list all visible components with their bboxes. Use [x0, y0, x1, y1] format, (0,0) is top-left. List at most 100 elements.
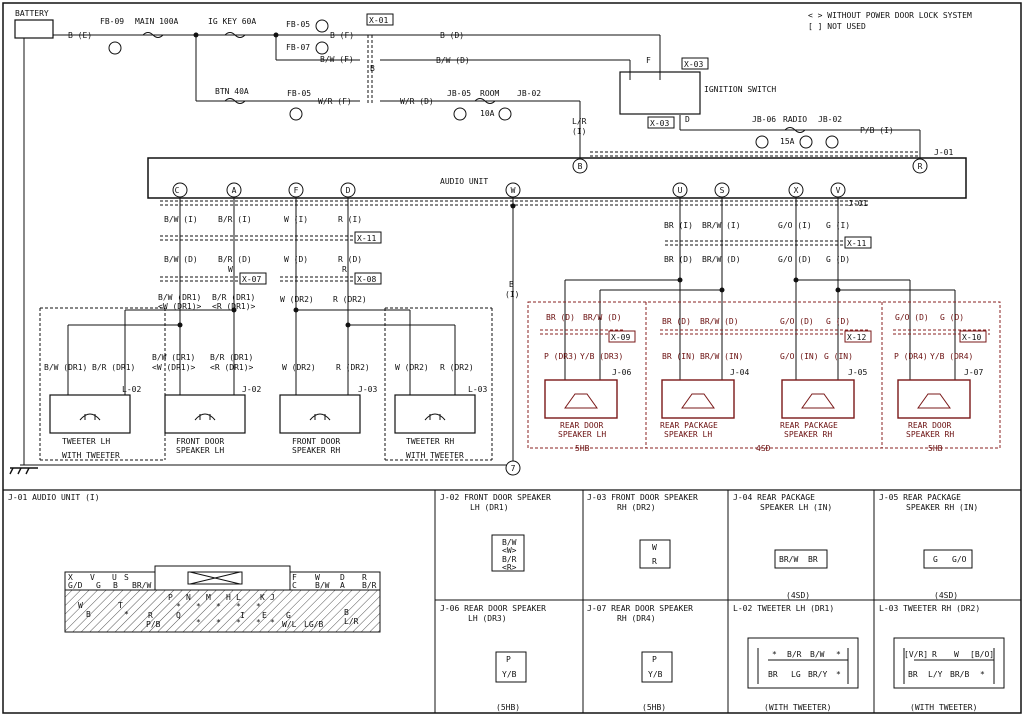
x03b-label: X-03 [650, 119, 669, 128]
legend-not-used: [ ] NOT USED [808, 22, 866, 31]
j06-label: J-06 [612, 368, 631, 377]
tweeter-lh-label: TWEETER LH [62, 437, 110, 446]
terminal-w: W [511, 186, 516, 195]
j04-label: J-04 [730, 368, 749, 377]
j02-pin: B/W [502, 538, 517, 547]
audio-unit-label: AUDIO UNIT [440, 177, 488, 186]
j06-pin: Y/B [502, 670, 517, 679]
j01-pin: N [186, 593, 191, 602]
wire-fr-a: W (DR2) [282, 363, 316, 372]
wire-rr-d: Y/B (DR4) [930, 352, 973, 361]
l03-label: L-03 [468, 385, 487, 394]
wire-front-bwdr1b: <W (DR1)> [158, 302, 202, 311]
wire-rear-gd: G (D) [826, 255, 850, 264]
j05-note: (4SD) [934, 591, 958, 600]
wire-pr-c: G/O (IN) [780, 352, 819, 361]
j01-pin: K [260, 593, 265, 602]
j01-pin: B [113, 581, 118, 590]
wire-rear-god: G/O (D) [778, 255, 812, 264]
rear-package-lh-label-2: SPEAKER LH [664, 430, 712, 439]
j01-pin: * [216, 618, 221, 627]
j01-pin: R [362, 573, 367, 582]
l02-pin: LG [791, 670, 801, 679]
j04-note: (4SD) [786, 591, 810, 600]
j01-pin: L/R [344, 617, 359, 626]
j07-pin: P [652, 655, 657, 664]
j04-connector-subtitle: SPEAKER LH (IN) [760, 503, 832, 512]
x07-label: X-07 [242, 275, 261, 284]
wire-pr-a: G/O (D) [780, 317, 814, 326]
x08-label: X-08 [357, 275, 376, 284]
with-tweeter-l-label: WITH TWEETER [62, 451, 120, 460]
j01-pin: P [168, 593, 173, 602]
wire-rear-brwd: BR/W (D) [702, 255, 741, 264]
room-fuse-label: ROOM [480, 89, 499, 98]
wire-rear-brd: BR (D) [664, 255, 693, 264]
j01-pin: B [86, 610, 91, 619]
jb02b-label: JB-02 [818, 115, 842, 124]
j01-pin: * [256, 602, 261, 611]
terminal-s: S [720, 186, 725, 195]
j07-connector-subtitle: RH (DR4) [617, 614, 656, 623]
j01-pin: * [236, 618, 241, 627]
wire-tr-b: R (DR2) [440, 363, 474, 372]
j06-pin: P [506, 655, 511, 664]
wire-front-wdr2: W (DR2) [280, 295, 314, 304]
rear-door-lh-label-2: SPEAKER LH [558, 430, 606, 439]
wire-front-wd: W (D) [284, 255, 308, 264]
j01-pin: J [270, 593, 275, 602]
wire-bf: B (F) [330, 31, 354, 40]
j03-pin: R [652, 557, 657, 566]
j01-pin: * [216, 602, 221, 611]
jb02a-label: JB-02 [517, 89, 541, 98]
j01-pin: P/B [146, 620, 161, 629]
wire-rl-b: BR/W (D) [583, 313, 622, 322]
j01-pin: I [240, 611, 245, 620]
j07-label: J-07 [964, 368, 983, 377]
wire-front-brdr1: B/R (DR1) [212, 293, 255, 302]
j02-pin: <W> [502, 546, 517, 555]
x09-label: X-09 [611, 333, 630, 342]
j01-pin: G [96, 581, 101, 590]
wire-front-wi: W (I) [284, 215, 308, 224]
rear-package-rh-label-2: SPEAKER RH [784, 430, 832, 439]
l03-pin: BR/B [950, 670, 969, 679]
j05-connector-subtitle: SPEAKER RH (IN) [906, 503, 978, 512]
j01-pin: S [124, 573, 129, 582]
terminal-c: C [175, 186, 180, 195]
l02-pin: B/R [787, 650, 802, 659]
wire-tl-b: B/R (DR1) [92, 363, 135, 372]
wire-ground-b: B [509, 280, 514, 289]
terminal-f: F [294, 186, 299, 195]
wire-tr-a: W (DR2) [395, 363, 429, 372]
wire-wrd: W/R (D) [400, 97, 434, 106]
wire-fd-a: B/W (DR1) [152, 353, 195, 362]
j01-connector-title: J-01 AUDIO UNIT (I) [8, 493, 100, 502]
j01-pin: * [256, 618, 261, 627]
wire-b-label: B [370, 64, 375, 73]
wire-tl-a: B/W (DR1) [44, 363, 87, 372]
wire-bd: B (D) [440, 31, 464, 40]
l03-note: (WITH TWEETER) [910, 703, 977, 712]
l02-pin: BR [768, 670, 778, 679]
j01-pin: D [340, 573, 345, 582]
fb07d-label: FB-07 [286, 43, 310, 52]
fb05g-label: FB-05 [286, 20, 310, 29]
terminal-v: V [836, 186, 841, 195]
wire-lr: L/R [572, 117, 587, 126]
j01-label: J-01 [934, 148, 953, 157]
wire-rear-brwi: BR/W (I) [702, 221, 741, 230]
j01-pin: A [340, 581, 345, 590]
j03-pin: W [652, 543, 657, 552]
j02-pin: B/R [502, 555, 517, 564]
wire-pl-d: BR/W (IN) [700, 352, 743, 361]
l03-pin: W [954, 650, 959, 659]
l03-pin: [B/O] [970, 650, 994, 659]
l03-pin: BR [908, 670, 918, 679]
j01-pin: * [196, 602, 201, 611]
jb05-label: JB-05 [447, 89, 471, 98]
wire-d-label: D [685, 115, 690, 124]
tweeter-rh-label: TWEETER RH [406, 437, 454, 446]
l02-connector-title: L-02 TWEETER LH (DR1) [733, 604, 834, 613]
j01-pin: T [118, 601, 123, 610]
